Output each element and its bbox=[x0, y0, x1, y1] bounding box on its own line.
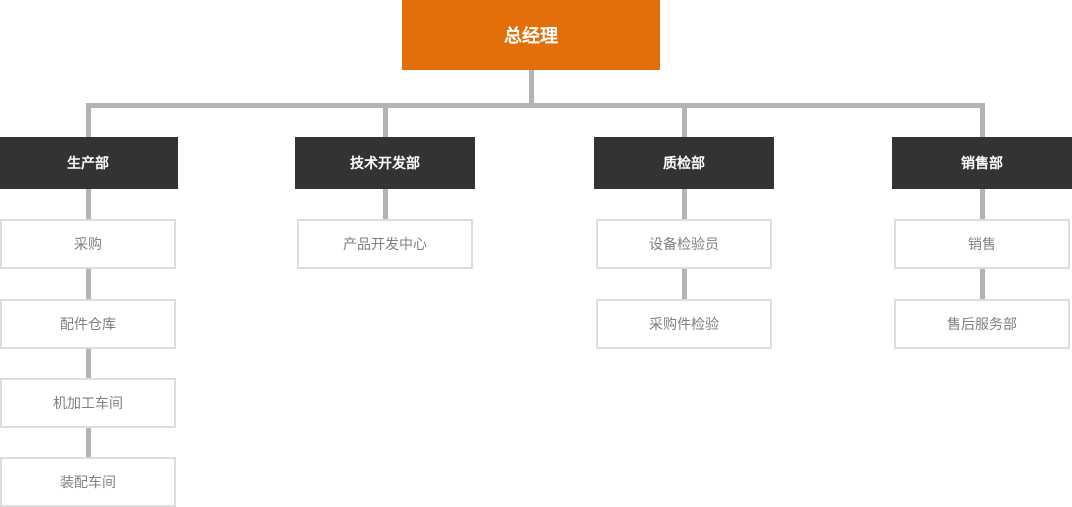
parts-warehouse-node[interactable]: 配件仓库 bbox=[0, 299, 176, 349]
product-dev-center-node[interactable]: 产品开发中心 bbox=[297, 219, 473, 269]
after-sales-service-node[interactable]: 售后服务部 bbox=[894, 299, 1070, 349]
quality-dept-node[interactable]: 质检部 bbox=[594, 137, 774, 189]
sales-dept-node[interactable]: 销售部 bbox=[892, 137, 1072, 189]
connector-drop-tech-dev bbox=[382, 103, 388, 137]
connector-production-2 bbox=[85, 269, 91, 299]
connector-quality-2 bbox=[681, 269, 687, 299]
connector-quality-1 bbox=[681, 189, 687, 219]
connector-drop-sales bbox=[979, 103, 985, 137]
connector-production-1 bbox=[85, 189, 91, 219]
procurement-node[interactable]: 采购 bbox=[0, 219, 176, 269]
general-manager-node[interactable]: 总经理 bbox=[402, 0, 660, 70]
connector-root-stem bbox=[528, 70, 534, 103]
equipment-inspector-node[interactable]: 设备检验员 bbox=[596, 219, 772, 269]
connector-sales-1 bbox=[979, 189, 985, 219]
connector-drop-production bbox=[85, 103, 91, 137]
purchased-parts-inspection-node[interactable]: 采购件检验 bbox=[596, 299, 772, 349]
connector-horizontal-rail bbox=[85, 103, 985, 108]
sales-node[interactable]: 销售 bbox=[894, 219, 1070, 269]
connector-tech-dev-1 bbox=[382, 189, 388, 219]
tech-dev-dept-node[interactable]: 技术开发部 bbox=[295, 137, 475, 189]
production-dept-node[interactable]: 生产部 bbox=[0, 137, 178, 189]
connector-production-4 bbox=[85, 428, 91, 457]
connector-sales-2 bbox=[979, 269, 985, 299]
machining-workshop-node[interactable]: 机加工车间 bbox=[0, 378, 176, 428]
connector-drop-quality bbox=[681, 103, 687, 137]
assembly-workshop-node[interactable]: 装配车间 bbox=[0, 457, 176, 507]
connector-production-3 bbox=[85, 349, 91, 378]
